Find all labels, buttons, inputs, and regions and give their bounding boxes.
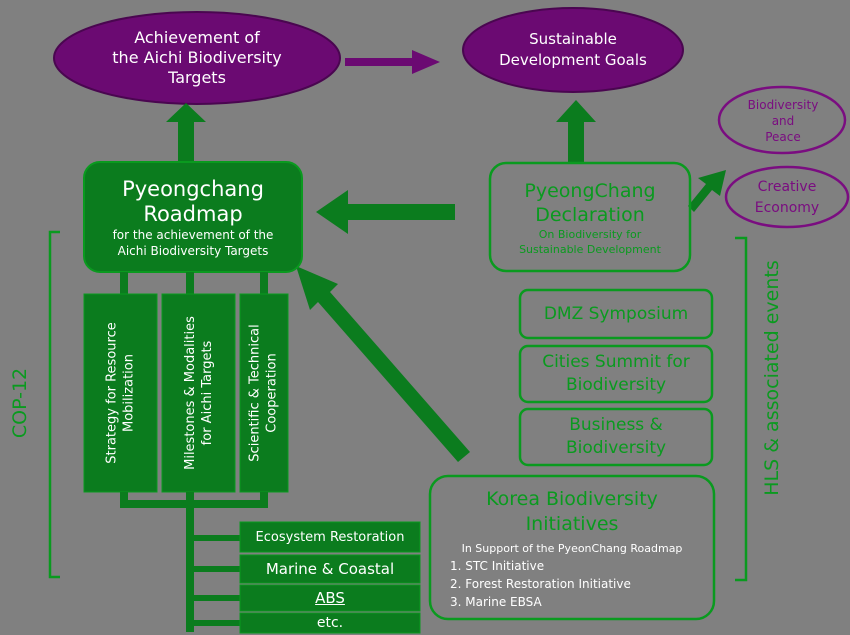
event-1-label: DMZ Symposium <box>522 292 710 336</box>
declaration-subtitle-2: Sustainable Development <box>519 243 661 256</box>
creative-label: Creative Economy <box>728 176 846 220</box>
connector-pillar-3 <box>260 272 268 294</box>
aichi-label: Achievement of the Aichi Biodiversity Ta… <box>60 26 334 90</box>
event-2-line-2: Biodiversity <box>565 375 667 395</box>
aichi-ellipse <box>53 11 341 105</box>
arrow-roadmap-to-aichi <box>166 103 206 162</box>
arrow-declaration-to-creative <box>688 170 726 212</box>
tree-branch-4 <box>190 620 240 626</box>
arrow-declaration-to-sdg <box>556 100 596 162</box>
tree-link-3 <box>260 492 268 506</box>
cop12-text: COP-12 <box>9 367 31 439</box>
creative-line-2: Economy <box>754 200 820 216</box>
roadmap-subtitle-2: Aichi Biodiversity Targets <box>117 244 269 258</box>
arrow-declaration-to-roadmap <box>316 190 455 234</box>
korea-title-1: Korea Biodiversity <box>486 488 658 510</box>
declaration-title-2: Declaration <box>535 204 645 226</box>
sdg-line-2: Development Goals <box>499 51 647 69</box>
korea-box <box>428 474 716 621</box>
creative-line-1: Creative <box>757 179 817 195</box>
pillar-2-label: Milestones & Modalities for Aichi Target… <box>162 294 235 492</box>
pillar-3-line-2: Cooperation <box>265 353 281 433</box>
sub-item-ecosystem: Ecosystem Restoration <box>255 529 405 545</box>
hls-text: HLS & associated events <box>761 260 783 496</box>
korea-list: 1. STC Initiative 2. Forest Restoration … <box>450 557 631 611</box>
peace-ellipse <box>717 85 847 155</box>
event-3-label: Business & Biodiversity <box>522 411 710 463</box>
creative-ellipse <box>724 165 850 229</box>
pillar-box-3 <box>239 293 289 493</box>
event-3-line-1: Business & <box>569 415 663 435</box>
aichi-line-1: Achievement of <box>134 28 260 47</box>
peace-line-2: and <box>771 114 795 128</box>
event-2-line-1: Cities Summit for <box>542 352 690 372</box>
sub-box-2 <box>239 554 421 584</box>
peace-line-3: Peace <box>765 130 801 144</box>
pillar-3-line-1: Scientific & Technical <box>248 324 264 462</box>
tree-branch-1 <box>190 535 240 541</box>
aichi-line-3: Targets <box>168 68 226 87</box>
pillar-1-line-1: Strategy for Resource <box>104 322 120 464</box>
declaration-subtitle-1: On Biodiversity for <box>538 228 642 241</box>
pillar-box-2 <box>161 293 236 493</box>
sub-box-1 <box>239 521 421 553</box>
event-3-line-2: Biodiversity <box>565 438 667 458</box>
declaration-label: PyeongChang Declaration On Biodiversity … <box>492 170 688 266</box>
sub-box-3 <box>239 584 421 612</box>
korea-item-2: 2. Forest Restoration Initiative <box>450 577 631 591</box>
pillar-2-line-1: Milestones & Modalities <box>182 316 198 470</box>
tree-branch-3 <box>190 595 240 601</box>
roadmap-title-2: Roadmap <box>143 202 243 226</box>
cop12-bracket <box>48 230 60 579</box>
sub-item-abs: ABS <box>315 589 345 607</box>
cop12-label: COP-12 <box>7 353 33 453</box>
sub-item-etc: etc. <box>316 615 344 631</box>
aichi-line-2: the Aichi Biodiversity <box>112 48 282 67</box>
connector-pillar-1 <box>120 272 128 294</box>
hls-bracket <box>735 236 748 582</box>
tree-bar <box>120 500 268 508</box>
declaration-title-1: PyeongChang <box>524 180 656 202</box>
korea-subtitle: In Support of the PyeonChang Roadmap <box>461 541 683 555</box>
sub-item-marine: Marine & Coastal <box>265 560 395 578</box>
roadmap-label: Pyeongchang Roadmap for the achievement … <box>86 168 300 268</box>
hls-label: HLS & associated events <box>758 238 786 518</box>
peace-label: Biodiversity and Peace <box>722 96 844 146</box>
korea-item-1: 1. STC Initiative <box>450 559 545 573</box>
sdg-line-1: Sustainable <box>529 30 617 48</box>
roadmap-title-1: Pyeongchang <box>122 177 264 201</box>
event-1-line-1: DMZ Symposium <box>543 304 689 324</box>
korea-item-3: 3. Marine EBSA <box>450 595 542 609</box>
pillar-1-label: Strategy for Resource Mobilization <box>84 294 157 492</box>
sub-box-4 <box>239 612 421 634</box>
korea-title: Korea Biodiversity Initiatives <box>432 484 712 540</box>
event-box-2 <box>518 344 714 404</box>
tree-branch-2 <box>190 566 240 572</box>
roadmap-subtitle-1: for the achievement of the <box>112 228 274 242</box>
pillar-box-1 <box>83 293 158 493</box>
tree-link-1 <box>120 492 128 506</box>
event-box-1 <box>518 288 714 340</box>
arrow-korea-to-roadmap <box>296 266 470 462</box>
pillar-1-line-2: Mobilization <box>121 354 137 432</box>
event-2-label: Cities Summit for Biodiversity <box>522 348 710 400</box>
event-box-3 <box>518 407 714 467</box>
arrow-aichi-to-sdg <box>345 50 440 74</box>
declaration-box <box>488 161 692 273</box>
connector-pillar-2 <box>186 272 194 294</box>
tree-link-2 <box>186 492 194 632</box>
sdg-label: Sustainable Development Goals <box>466 26 680 74</box>
korea-title-2: Initiatives <box>525 513 619 535</box>
pillar-3-label: Scientific & Technical Cooperation <box>240 294 288 492</box>
pillar-2-line-2: for Aichi Targets <box>199 340 215 446</box>
peace-line-1: Biodiversity <box>747 98 819 112</box>
sdg-ellipse <box>462 7 684 93</box>
